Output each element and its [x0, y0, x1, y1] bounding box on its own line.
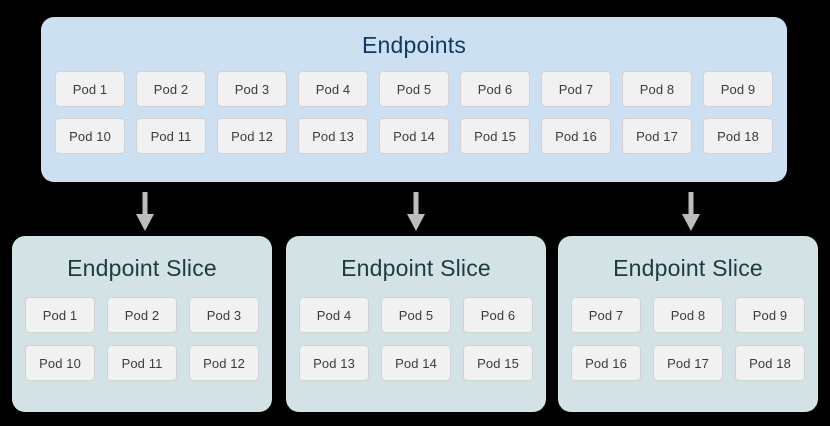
pod-chip[interactable]: Pod 9: [703, 71, 773, 107]
pod-chip[interactable]: Pod 2: [107, 297, 177, 333]
endpoints-pod-row-1: Pod 1 Pod 2 Pod 3 Pod 4 Pod 5 Pod 6 Pod …: [51, 71, 777, 107]
pod-chip[interactable]: Pod 3: [189, 297, 259, 333]
endpoints-pod-row-2: Pod 10 Pod 11 Pod 12 Pod 13 Pod 14 Pod 1…: [51, 118, 777, 154]
endpoint-slice-title: Endpoint Slice: [341, 255, 491, 281]
arrow-down-icon: [405, 192, 427, 232]
pod-chip[interactable]: Pod 8: [653, 297, 723, 333]
endpoint-slice-container-3: Endpoint Slice Pod 7 Pod 8 Pod 9 Pod 16 …: [558, 236, 818, 412]
endpoints-pod-grid: Pod 1 Pod 2 Pod 3 Pod 4 Pod 5 Pod 6 Pod …: [41, 57, 787, 154]
pod-chip[interactable]: Pod 18: [703, 118, 773, 154]
endpoint-slice-title: Endpoint Slice: [613, 255, 763, 281]
pod-chip[interactable]: Pod 2: [136, 71, 206, 107]
endpoint-slice-pod-row-2: Pod 13 Pod 14 Pod 15: [286, 345, 546, 381]
pod-chip[interactable]: Pod 16: [571, 345, 641, 381]
pod-chip[interactable]: Pod 7: [571, 297, 641, 333]
endpoints-title: Endpoints: [361, 32, 467, 58]
endpoint-slice-pod-row-2: Pod 16 Pod 17 Pod 18: [558, 345, 818, 381]
pod-chip[interactable]: Pod 1: [55, 71, 125, 107]
pod-chip[interactable]: Pod 1: [25, 297, 95, 333]
pod-chip[interactable]: Pod 11: [107, 345, 177, 381]
pod-chip[interactable]: Pod 6: [460, 71, 530, 107]
arrow-down-icon: [134, 192, 156, 232]
pod-chip[interactable]: Pod 9: [735, 297, 805, 333]
endpoint-slice-pod-grid: Pod 4 Pod 5 Pod 6 Pod 13 Pod 14 Pod 15: [286, 280, 546, 381]
pod-chip[interactable]: Pod 5: [381, 297, 451, 333]
pod-chip[interactable]: Pod 4: [299, 297, 369, 333]
pod-chip[interactable]: Pod 15: [460, 118, 530, 154]
pod-chip[interactable]: Pod 10: [55, 118, 125, 154]
endpoint-slice-pod-row-1: Pod 4 Pod 5 Pod 6: [286, 297, 546, 333]
pod-chip[interactable]: Pod 8: [622, 71, 692, 107]
pod-chip[interactable]: Pod 13: [299, 345, 369, 381]
endpoint-slice-title: Endpoint Slice: [67, 255, 217, 281]
pod-chip[interactable]: Pod 16: [541, 118, 611, 154]
pod-chip[interactable]: Pod 13: [298, 118, 368, 154]
endpoint-slice-pod-grid: Pod 7 Pod 8 Pod 9 Pod 16 Pod 17 Pod 18: [558, 280, 818, 381]
pod-chip[interactable]: Pod 18: [735, 345, 805, 381]
endpoint-slice-container-1: Endpoint Slice Pod 1 Pod 2 Pod 3 Pod 10 …: [12, 236, 272, 412]
pod-chip[interactable]: Pod 14: [379, 118, 449, 154]
endpoints-container: Endpoints Pod 1 Pod 2 Pod 3 Pod 4 Pod 5 …: [41, 17, 787, 182]
endpoint-slice-container-2: Endpoint Slice Pod 4 Pod 5 Pod 6 Pod 13 …: [286, 236, 546, 412]
endpoint-slice-pod-row-1: Pod 7 Pod 8 Pod 9: [558, 297, 818, 333]
pod-chip[interactable]: Pod 15: [463, 345, 533, 381]
pod-chip[interactable]: Pod 7: [541, 71, 611, 107]
pod-chip[interactable]: Pod 12: [217, 118, 287, 154]
pod-chip[interactable]: Pod 3: [217, 71, 287, 107]
pod-chip[interactable]: Pod 17: [653, 345, 723, 381]
pod-chip[interactable]: Pod 11: [136, 118, 206, 154]
pod-chip[interactable]: Pod 4: [298, 71, 368, 107]
pod-chip[interactable]: Pod 17: [622, 118, 692, 154]
endpoint-slice-pod-grid: Pod 1 Pod 2 Pod 3 Pod 10 Pod 11 Pod 12: [12, 280, 272, 381]
pod-chip[interactable]: Pod 10: [25, 345, 95, 381]
endpoint-slice-pod-row-1: Pod 1 Pod 2 Pod 3: [12, 297, 272, 333]
pod-chip[interactable]: Pod 12: [189, 345, 259, 381]
pod-chip[interactable]: Pod 5: [379, 71, 449, 107]
pod-chip[interactable]: Pod 6: [463, 297, 533, 333]
endpoint-slice-pod-row-2: Pod 10 Pod 11 Pod 12: [12, 345, 272, 381]
pod-chip[interactable]: Pod 14: [381, 345, 451, 381]
arrow-down-icon: [680, 192, 702, 232]
